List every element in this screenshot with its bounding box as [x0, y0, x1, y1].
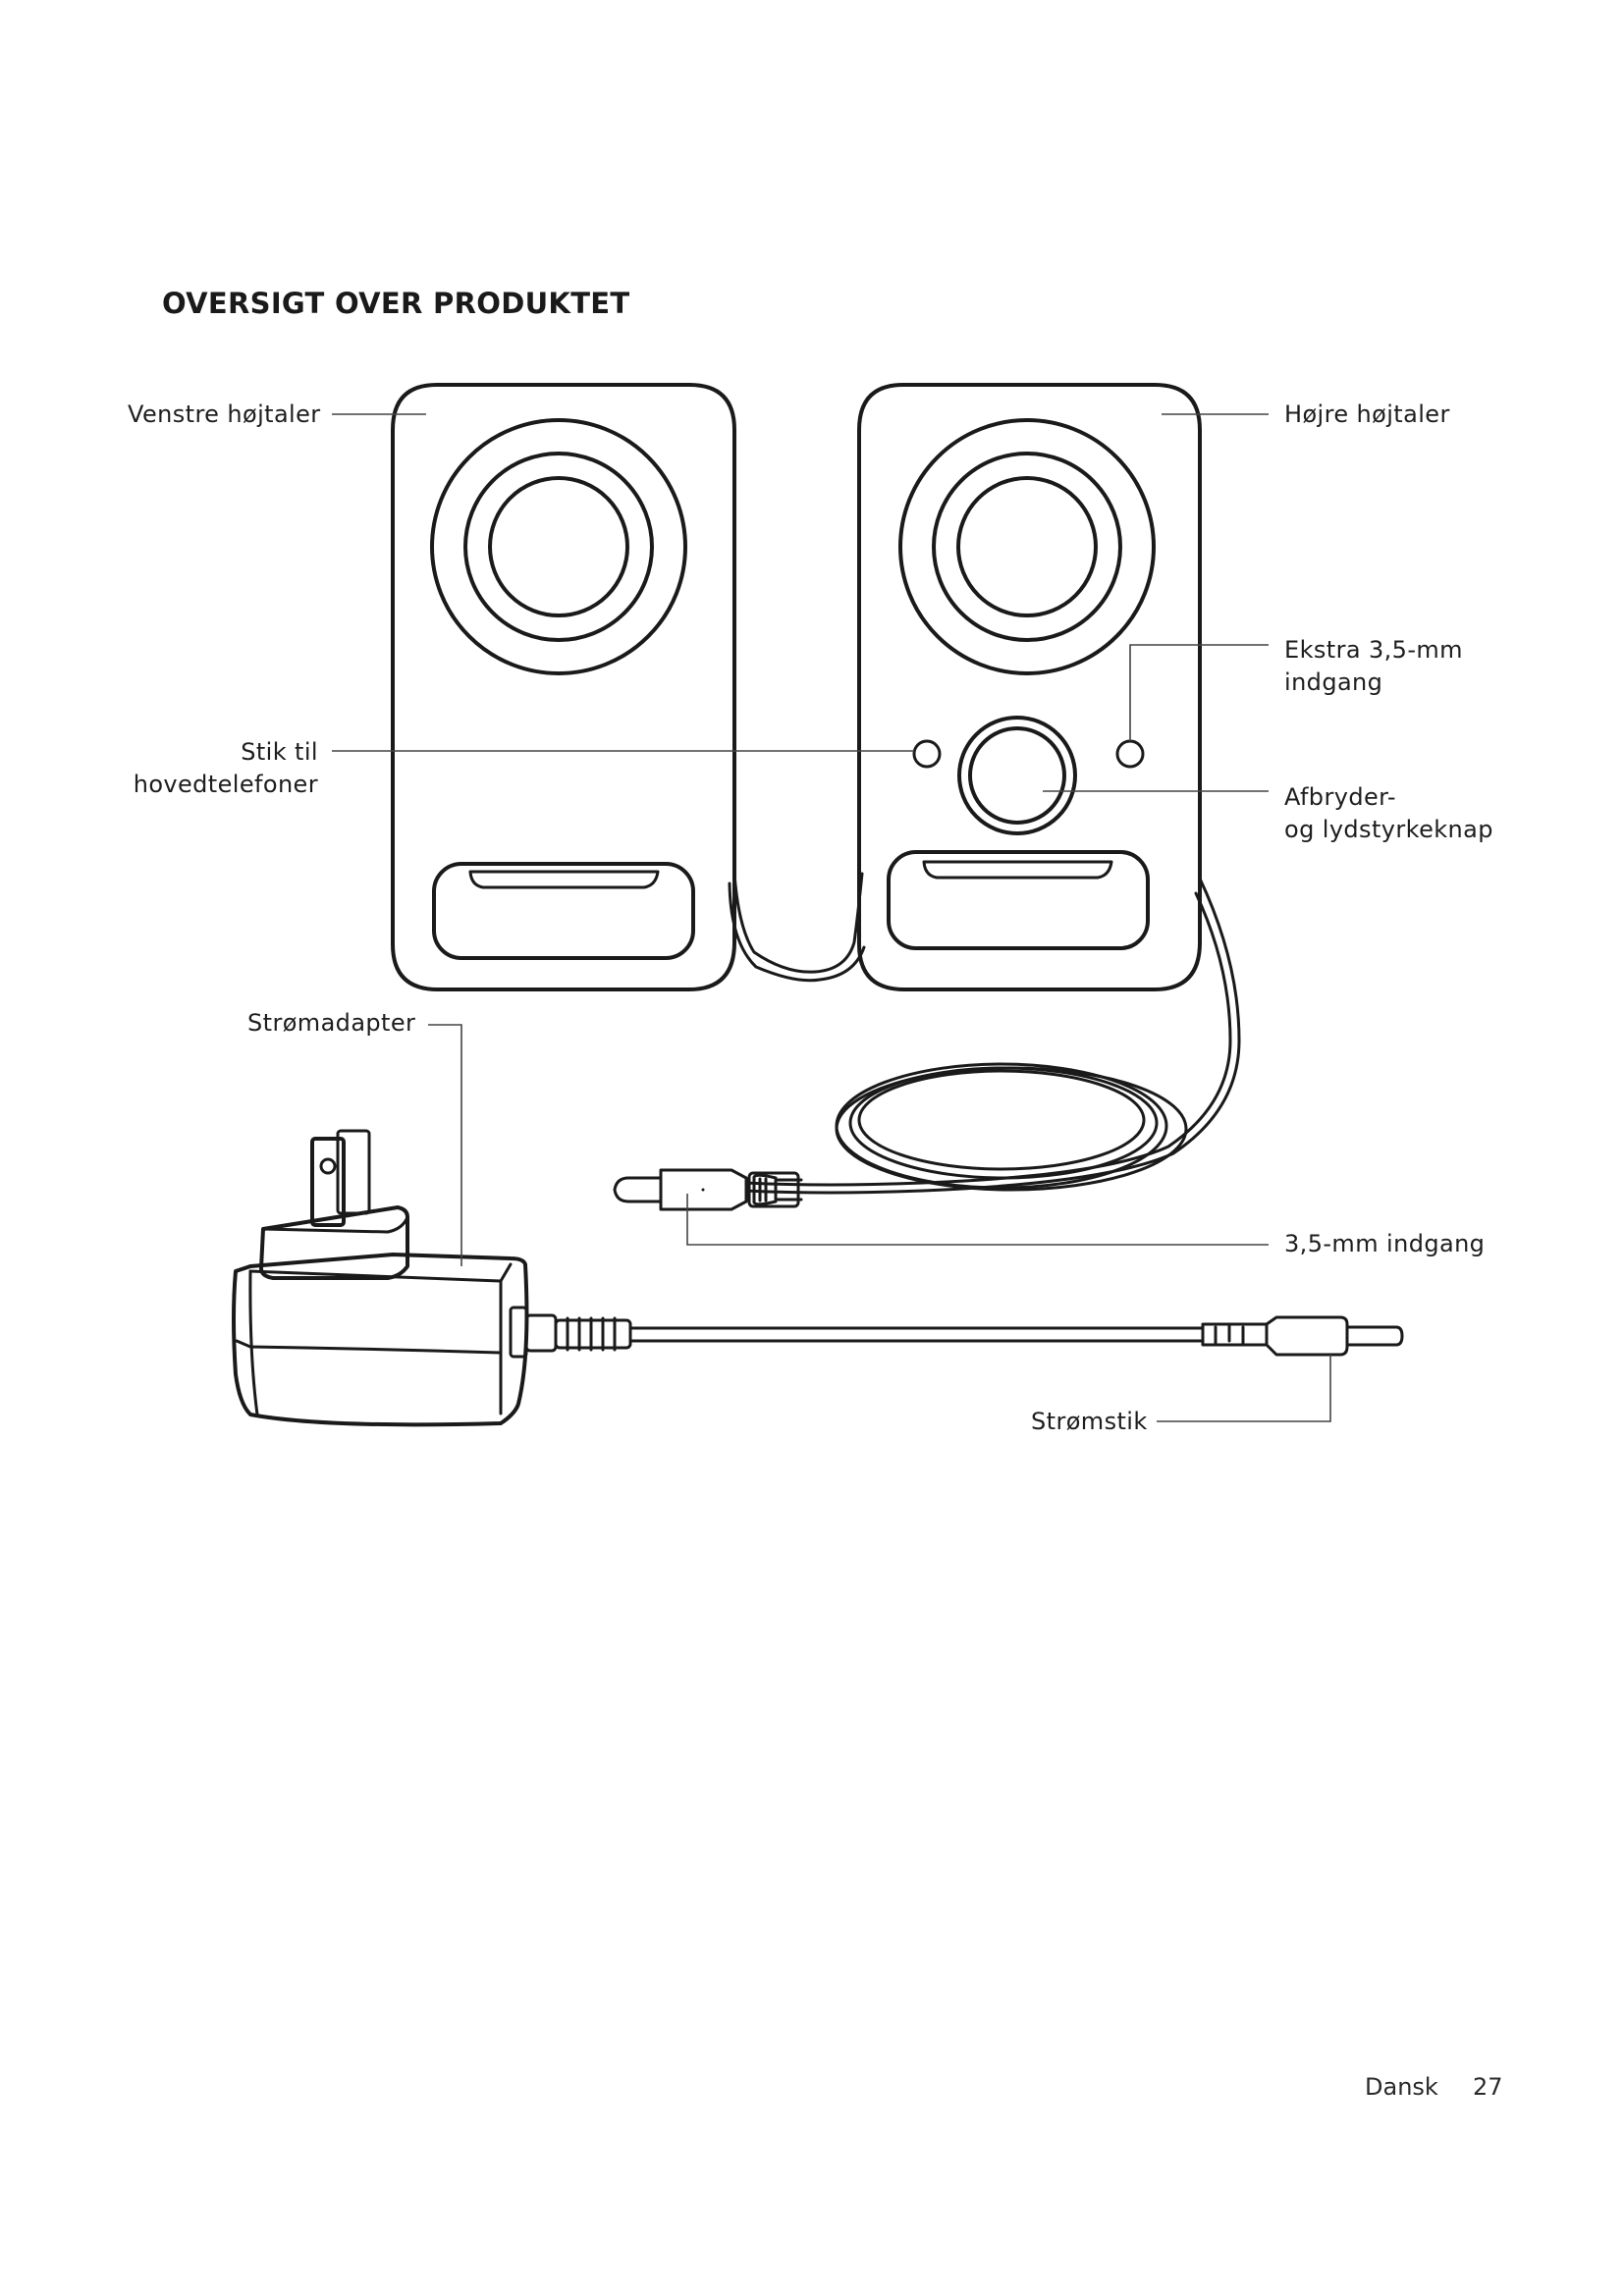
- right-bass-port: [887, 850, 1150, 950]
- aux-input-jack: [1115, 739, 1145, 769]
- callout-aux-input-line1: Ekstra 3,5-mm: [1284, 636, 1463, 664]
- callout-headphone-jack: Stik til hovedtelefoner: [134, 736, 318, 801]
- callout-right-speaker: Højre højtaler: [1284, 399, 1450, 431]
- power-adapter-drawing: [232, 1129, 1404, 1427]
- volume-knob-outer: [957, 716, 1077, 835]
- left-driver-outer-ring: [430, 418, 687, 675]
- callout-power-volume-line2: og lydstyrkeknap: [1284, 816, 1493, 843]
- page-title: OVERSIGT OVER PRODUKTET: [162, 287, 630, 320]
- left-bass-port: [432, 862, 695, 960]
- right-driver-outer-ring: [898, 418, 1156, 675]
- callout-right-speaker-text: Højre højtaler: [1284, 400, 1450, 428]
- right-driver-inner-ring: [956, 476, 1098, 617]
- callout-left-speaker-text: Venstre højtaler: [128, 400, 321, 428]
- callout-power-volume-knob: Afbryder- og lydstyrkeknap: [1284, 781, 1493, 846]
- left-driver-inner-ring: [488, 476, 629, 617]
- audio-cable-drawing: [613, 877, 1241, 1211]
- footer-language: Dansk: [1365, 2073, 1438, 2101]
- volume-knob-inner: [968, 726, 1066, 825]
- callout-headphone-jack-line2: hovedtelefoner: [133, 771, 318, 798]
- speaker-link-cable: [732, 872, 864, 974]
- callout-35mm-input-text: 3,5-mm indgang: [1284, 1230, 1486, 1257]
- plug-prong-front: [310, 1137, 346, 1227]
- callout-aux-input-line2: indgang: [1284, 668, 1383, 696]
- left-speaker-drawing: [391, 383, 736, 991]
- callout-35mm-input: 3,5-mm indgang: [1284, 1228, 1485, 1260]
- callout-power-plug: Strømstik: [1031, 1406, 1148, 1438]
- callout-power-adapter: Strømadapter: [247, 1007, 415, 1040]
- right-driver-middle-ring: [932, 452, 1122, 642]
- callout-aux-input: Ekstra 3,5-mm indgang: [1284, 634, 1463, 699]
- callout-power-volume-line1: Afbryder-: [1284, 783, 1396, 811]
- callout-power-plug-text: Strømstik: [1031, 1408, 1148, 1435]
- callout-left-speaker: Venstre højtaler: [128, 399, 321, 431]
- callout-power-adapter-text: Strømadapter: [247, 1009, 416, 1037]
- plug-prong-back: [336, 1129, 371, 1215]
- left-driver-middle-ring: [463, 452, 654, 642]
- right-speaker-drawing: [857, 383, 1202, 991]
- leader-lines: [332, 413, 1331, 1422]
- callout-headphone-jack-line1: Stik til: [241, 738, 318, 766]
- headphone-jack: [912, 739, 942, 769]
- footer-page-number: 27: [1473, 2073, 1503, 2101]
